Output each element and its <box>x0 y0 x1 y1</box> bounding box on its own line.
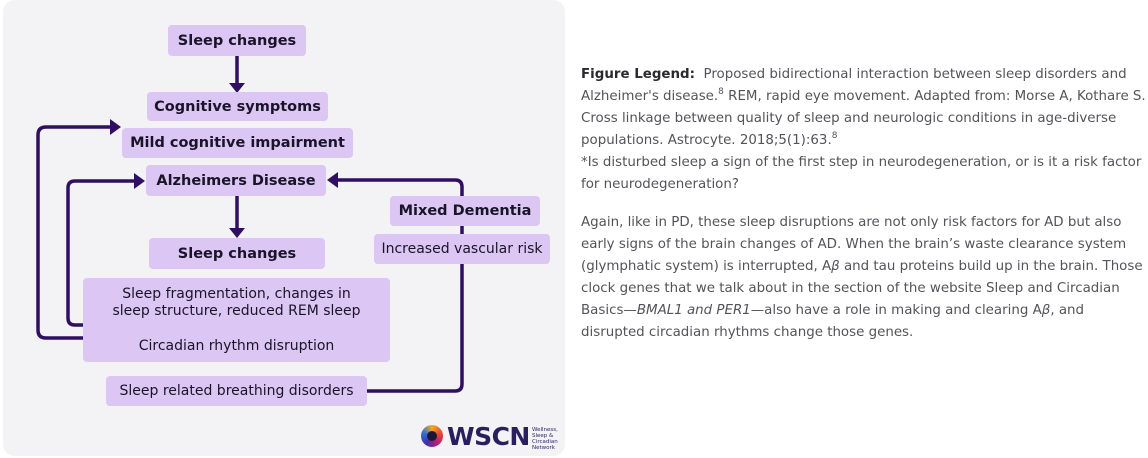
box-increased-vascular-risk: Increased vascular risk <box>374 234 550 264</box>
sleep-fragmentation-line-2: sleep structure, reduced REM sleep <box>112 303 361 319</box>
arrowhead-loop-outer <box>110 119 121 135</box>
arrow-loop-inner <box>66 179 136 327</box>
wscn-logo-subtitle: Wellness, Sleep & Circadian Network <box>532 427 558 451</box>
box-cognitive-symptoms: Cognitive symptoms <box>147 92 328 121</box>
figure-legend-label: Figure Legend: <box>581 67 695 82</box>
box-sleep-changes-top: Sleep changes <box>168 25 306 56</box>
body-paragraph: Again, like in PD, these sleep disruptio… <box>581 215 1143 340</box>
circadian-rhythm-disruption: Circadian rhythm disruption <box>138 338 335 354</box>
arrowhead-loop-right <box>327 172 338 188</box>
sleep-fragmentation-line-1: Sleep fragmentation, changes in <box>122 286 351 302</box>
wscn-logo-mark-icon <box>421 425 443 447</box>
caption-column: Figure Legend: Proposed bidirectional in… <box>581 64 1146 344</box>
arrowhead-loop-inner <box>134 173 145 189</box>
box-sleep-breathing-disorders: Sleep related breathing disorders <box>106 376 367 406</box>
box-sleep-fragmentation: Sleep fragmentation, changes in sleep st… <box>83 278 390 362</box>
box-sleep-changes-bottom: Sleep changes <box>149 238 325 269</box>
arrow-loop-right <box>336 178 464 393</box>
figure-legend-text-2: REM, rapid eye movement. Adapted from: M… <box>581 89 1146 148</box>
wscn-logo-text: WSCN <box>447 422 530 451</box>
arrowhead-sleep-to-cognitive <box>229 83 245 93</box>
box-mixed-dementia: Mixed Dementia <box>390 196 540 226</box>
gene-names: BMAL1 and PER1 <box>636 303 751 318</box>
figure-legend: Figure Legend: Proposed bidirectional in… <box>581 64 1146 152</box>
figure-legend-question: *Is disturbed sleep a sign of the first … <box>581 155 1142 192</box>
box-alzheimers-disease: Alzheimers Disease <box>146 165 326 196</box>
figure-legend-ref-1: 8 <box>718 86 724 97</box>
figure-legend-text-1: Proposed bidirectional interaction betwe… <box>581 67 1127 104</box>
arrow-loop-outer <box>36 125 112 340</box>
figure-legend-ref-2: 8 <box>831 130 838 141</box>
wscn-logo: WSCN Wellness, Sleep & Circadian Network <box>421 422 561 452</box>
box-mild-cognitive-impairment: Mild cognitive impairment <box>122 128 353 158</box>
arrowhead-ad-to-sleep <box>229 228 245 238</box>
